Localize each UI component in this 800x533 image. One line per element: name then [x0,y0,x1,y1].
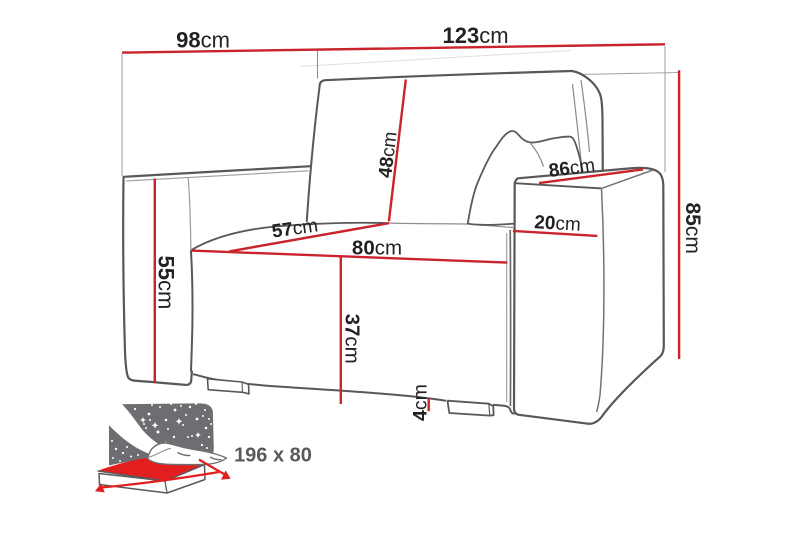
svg-text:37cm: 37cm [341,314,364,364]
svg-text:86cm: 86cm [548,155,597,182]
svg-text:85cm: 85cm [681,203,704,254]
svg-text:196 x 80: 196 x 80 [234,445,312,467]
svg-text:55cm: 55cm [154,256,179,310]
svg-text:20cm: 20cm [534,212,582,236]
svg-text:4cm: 4cm [410,384,432,421]
svg-text:48cm: 48cm [375,130,402,179]
svg-text:98cm: 98cm [176,28,230,53]
svg-text:80cm: 80cm [352,237,402,260]
svg-text:123cm: 123cm [442,23,508,48]
